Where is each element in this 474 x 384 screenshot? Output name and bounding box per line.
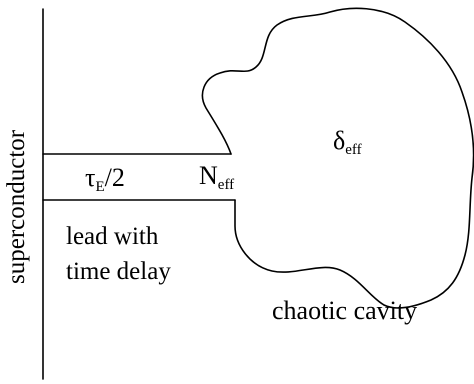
lead-label: lead with time delay (66, 219, 171, 289)
cavity-outline (201, 7, 474, 309)
channel-count-label: Neff (199, 163, 234, 193)
n-subscript: eff (217, 177, 235, 193)
delta-symbol: δ (333, 126, 346, 155)
lead-label-line1: lead with (66, 223, 159, 250)
lead-label-line2: time delay (66, 258, 171, 285)
tau-symbol: τ (85, 163, 96, 192)
tau-fraction: /2 (104, 163, 125, 192)
n-symbol: N (199, 161, 218, 190)
delta-subscript: eff (345, 142, 362, 158)
superconductor-label: superconductor (3, 129, 30, 284)
tau-subscript: E (95, 179, 105, 195)
delay-time-label: τE/2 (85, 165, 125, 195)
level-spacing-label: δeff (333, 128, 362, 158)
cavity-label: chaotic cavity (272, 296, 418, 325)
